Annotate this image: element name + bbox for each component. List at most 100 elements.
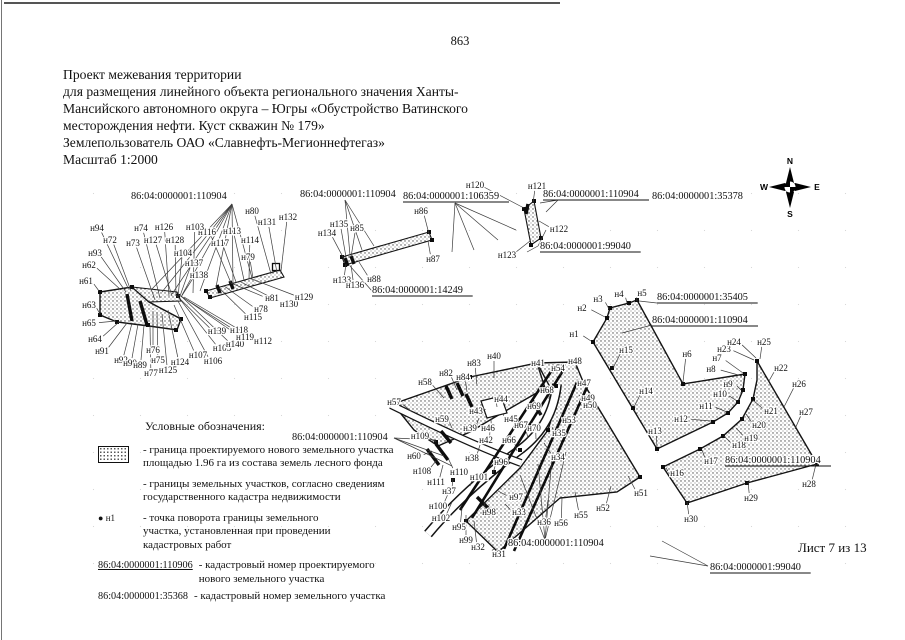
svg-text:н12: н12 <box>674 414 688 424</box>
svg-text:н106: н106 <box>204 356 223 366</box>
svg-text:н125: н125 <box>159 365 178 375</box>
legend-item-existing-boundary: - границы земельных участков, согласно с… <box>143 477 385 504</box>
svg-text:н131: н131 <box>258 217 276 227</box>
svg-text:н18: н18 <box>732 440 746 450</box>
compass-n: N <box>787 156 793 166</box>
svg-text:н51: н51 <box>634 488 648 498</box>
svg-text:н120: н120 <box>466 180 485 190</box>
svg-text:н97: н97 <box>509 492 523 502</box>
svg-text:н21: н21 <box>764 406 778 416</box>
svg-text:н25: н25 <box>757 337 771 347</box>
svg-text:н33: н33 <box>512 507 526 517</box>
svg-text:н137: н137 <box>185 258 204 268</box>
svg-text:н45: н45 <box>504 414 518 424</box>
svg-text:86:04:0000001:110904: 86:04:0000001:110904 <box>725 455 821 466</box>
svg-text:н80: н80 <box>245 206 259 216</box>
svg-text:н134: н134 <box>318 228 337 238</box>
svg-text:н107: н107 <box>189 350 208 360</box>
svg-text:н70: н70 <box>527 423 541 433</box>
svg-text:н121: н121 <box>528 181 546 191</box>
svg-text:н87: н87 <box>426 254 440 264</box>
svg-text:н29: н29 <box>744 493 758 503</box>
svg-text:н5: н5 <box>637 288 647 298</box>
svg-text:н129: н129 <box>295 292 314 302</box>
svg-text:н61: н61 <box>79 276 93 286</box>
svg-text:н124: н124 <box>171 357 190 367</box>
svg-text:н31: н31 <box>492 549 506 559</box>
svg-text:н74: н74 <box>134 223 148 233</box>
svg-text:н34: н34 <box>551 452 565 462</box>
parcel-mid-strip <box>341 231 433 266</box>
parcel-central-band <box>464 361 641 553</box>
svg-text:н115: н115 <box>244 312 262 322</box>
scan-edge-top <box>4 2 560 4</box>
svg-text:н89: н89 <box>133 360 147 370</box>
svg-text:86:04:0000001:110904: 86:04:0000001:110904 <box>300 189 396 200</box>
legend-item-cadastral-number: 86:04:0000001:35368 - кадастровый номер … <box>98 590 386 602</box>
svg-text:н16: н16 <box>670 468 684 478</box>
svg-text:н14: н14 <box>639 386 653 396</box>
svg-text:н23: н23 <box>717 344 731 354</box>
svg-text:н91: н91 <box>95 346 109 356</box>
sheet-label: Лист 7 из 13 <box>798 540 867 555</box>
svg-text:н41: н41 <box>531 358 545 368</box>
crossing-bars <box>125 203 543 511</box>
svg-text:н49: н49 <box>581 393 595 403</box>
compass-e: E <box>814 182 820 192</box>
document-title: Проект межевания территории для размещен… <box>63 66 603 168</box>
svg-text:н52: н52 <box>596 503 610 513</box>
svg-text:н59: н59 <box>435 414 449 424</box>
title-line: Землепользователь ОАО «Славнефть-Мегионн… <box>63 135 385 150</box>
svg-text:н127: н127 <box>144 235 163 245</box>
svg-text:н78: н78 <box>254 304 268 314</box>
svg-text:н44: н44 <box>494 394 508 404</box>
svg-text:н100: н100 <box>429 501 448 511</box>
legend-item-new-boundary: - граница проектируемого нового земельно… <box>98 444 408 471</box>
svg-text:н83: н83 <box>467 358 481 368</box>
svg-text:н72: н72 <box>103 235 117 245</box>
point-labels: н94н72н93н62н61н63н65н64н91н92н90н89н77н… <box>78 179 818 560</box>
svg-text:н62: н62 <box>82 260 96 270</box>
compass-rose: N S W E <box>760 156 820 219</box>
svg-text:н88: н88 <box>367 274 381 284</box>
svg-text:н104: н104 <box>174 248 193 258</box>
svg-text:н69: н69 <box>527 401 541 411</box>
pipeline-lines <box>458 366 589 552</box>
svg-text:н90: н90 <box>123 358 137 368</box>
svg-text:н93: н93 <box>88 248 102 258</box>
svg-text:н39: н39 <box>463 423 477 433</box>
page-number: 863 <box>450 34 470 48</box>
svg-text:н105: н105 <box>213 343 232 353</box>
svg-text:н66: н66 <box>502 435 516 445</box>
svg-text:н36: н36 <box>537 517 551 527</box>
svg-text:н9: н9 <box>723 379 733 389</box>
svg-text:н65: н65 <box>82 318 96 328</box>
svg-text:н53: н53 <box>562 415 576 425</box>
svg-text:н28: н28 <box>802 479 816 489</box>
svg-text:н55: н55 <box>574 510 588 520</box>
cadastral-number-labels: 86:04:0000001:110904 86:04:0000001:110904… <box>130 188 831 574</box>
svg-text:н103: н103 <box>186 222 205 232</box>
legend-item-turn-point: ● н1 - точка поворота границы земельного… <box>98 511 331 551</box>
svg-text:н79: н79 <box>241 252 255 262</box>
svg-text:н126: н126 <box>155 222 174 232</box>
title-line: для размещения линейного объекта региона… <box>63 84 459 99</box>
title-line: Мансийского автономного округа – Югры «О… <box>63 101 468 116</box>
svg-text:н57: н57 <box>387 397 401 407</box>
legend: Условные обозначения: - граница проектир… <box>98 419 408 608</box>
compass-w: W <box>760 182 769 192</box>
svg-text:н84: н84 <box>456 372 470 382</box>
svg-text:н135: н135 <box>330 219 349 229</box>
svg-text:н95: н95 <box>452 522 466 532</box>
svg-text:86:04:0000001:14249: 86:04:0000001:14249 <box>372 285 463 296</box>
svg-text:н42: н42 <box>479 435 493 445</box>
svg-text:н138: н138 <box>190 270 209 280</box>
svg-text:н99: н99 <box>459 535 473 545</box>
svg-text:н19: н19 <box>744 433 758 443</box>
svg-text:86:04:0000001:110904: 86:04:0000001:110904 <box>543 189 639 200</box>
title-line: месторождения нефти. Куст скважин № 179» <box>63 118 325 133</box>
svg-text:н11: н11 <box>699 401 712 411</box>
svg-text:н116: н116 <box>198 227 216 237</box>
